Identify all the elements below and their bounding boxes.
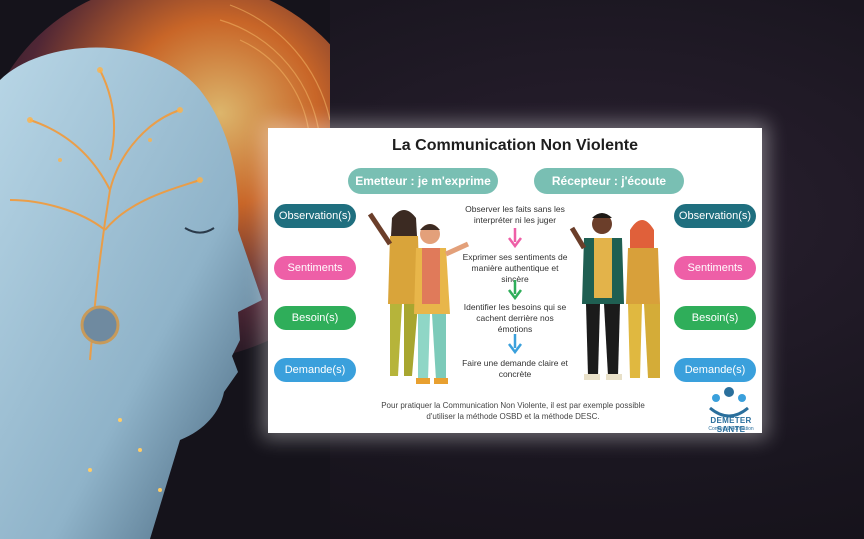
left-pill-besoins: Besoin(s) bbox=[274, 306, 356, 330]
people-illustration bbox=[569, 213, 660, 380]
left-pill-sentiments: Sentiments bbox=[274, 256, 356, 280]
people-illustration bbox=[367, 210, 470, 384]
step-observe: Observer les faits sans les interpréter … bbox=[465, 204, 565, 225]
infographic-title: La Communication Non Violente bbox=[392, 137, 638, 154]
cnv-infographic: La Communication Non Violente Emetteur :… bbox=[268, 128, 762, 433]
right-pill-besoins: Besoin(s) bbox=[674, 306, 756, 330]
left-pill-observation: Observation(s) bbox=[274, 204, 356, 228]
receiver-header: Récepteur : j'écoute bbox=[534, 168, 684, 194]
step-request: Faire une demande claire et concrète bbox=[462, 358, 568, 379]
logo-name: DEMETER SANTE bbox=[710, 416, 752, 433]
step-express: Exprimer ses sentiments de manière authe… bbox=[462, 252, 568, 284]
right-pill-observation: Observation(s) bbox=[674, 204, 756, 228]
step-identify: Identifier les besoins qui se cachent de… bbox=[463, 302, 567, 334]
right-pill-sentiments: Sentiments bbox=[674, 256, 756, 280]
logo-icon bbox=[709, 387, 749, 418]
arrow-down-icon bbox=[508, 334, 522, 355]
emitter-header: Emetteur : je m'exprime bbox=[348, 168, 498, 194]
left-pill-demande: Demande(s) bbox=[274, 358, 356, 382]
footer-note: Pour pratiquer la Communication Non Viol… bbox=[381, 401, 645, 421]
right-pill-demande: Demande(s) bbox=[674, 358, 756, 382]
logo-tagline: Conseil & Formation bbox=[708, 426, 754, 432]
arrow-down-icon bbox=[508, 280, 522, 301]
arrow-down-icon bbox=[508, 228, 522, 249]
